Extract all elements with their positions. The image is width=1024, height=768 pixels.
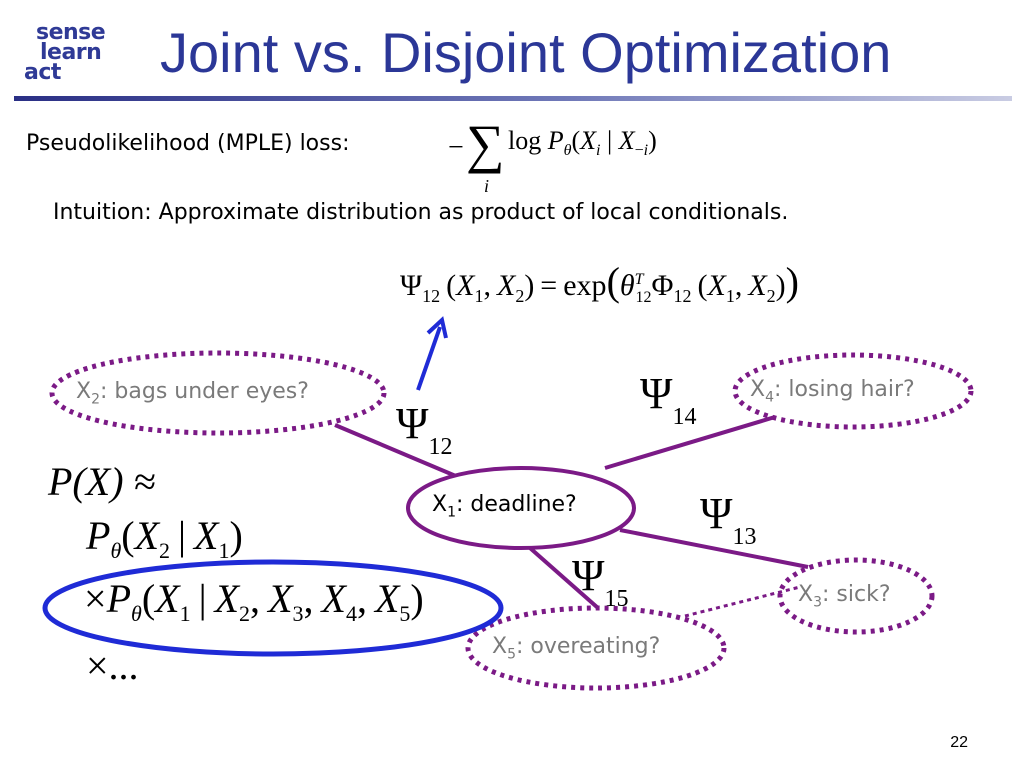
arrow-head <box>426 316 448 339</box>
node-x1-outline <box>406 466 636 550</box>
approx-line-3: ×Pθ(X1 | X2, X3, X4, X5) <box>84 576 424 626</box>
dotted-link-x5-x3 <box>684 585 801 618</box>
node-x5-outline <box>465 605 727 691</box>
node-x1-label: X1: deadline? <box>432 492 577 521</box>
mple-label: Pseudolikelihood (MPLE) loss: <box>26 131 350 156</box>
approx-line-1: P(X) ≈ <box>48 459 156 504</box>
node-x4-outline <box>732 352 974 430</box>
approx-line-4: ×... <box>86 643 139 688</box>
logo-line-3: act <box>24 60 61 85</box>
edge-x1-x5 <box>528 546 600 610</box>
psi13-label: Ψ13 <box>700 489 757 550</box>
intuition-text: Intuition: Approximate distribution as p… <box>53 200 789 225</box>
node-x2-outline <box>49 350 387 436</box>
node-x2-label: X2: bags under eyes? <box>76 379 309 408</box>
psi12-label: Ψ12 <box>396 399 453 460</box>
psi14-label: Ψ14 <box>640 369 697 430</box>
approx-line-2: Pθ(X2 | X1) <box>86 513 243 563</box>
potential-formula: Ψ12 (X1, X2) = exp(θT12Φ12 (X1, X2)) <box>400 259 799 306</box>
logo-line-2: learn <box>40 40 102 65</box>
sense-learn-act-logo: sense learn act <box>18 22 128 94</box>
node-x4-label: X4: losing hair? <box>750 377 915 406</box>
psi15-label: Ψ15 <box>572 551 629 612</box>
page-number: 22 <box>950 734 968 751</box>
highlight-ellipse <box>42 559 504 657</box>
node-x3-outline <box>777 557 935 635</box>
logo-line-1: sense <box>36 20 106 45</box>
edge-x1-x2 <box>334 423 471 484</box>
edge-x1-x4 <box>604 415 776 470</box>
edge-x1-x3 <box>619 528 809 569</box>
node-x3-label: X3: sick? <box>798 582 891 611</box>
slide-title: Joint vs. Disjoint Optimization <box>160 21 892 84</box>
node-x5-label: X5: overeating? <box>492 634 661 663</box>
title-underline <box>14 96 1012 101</box>
arrow-psi12-to-formula <box>416 326 442 391</box>
